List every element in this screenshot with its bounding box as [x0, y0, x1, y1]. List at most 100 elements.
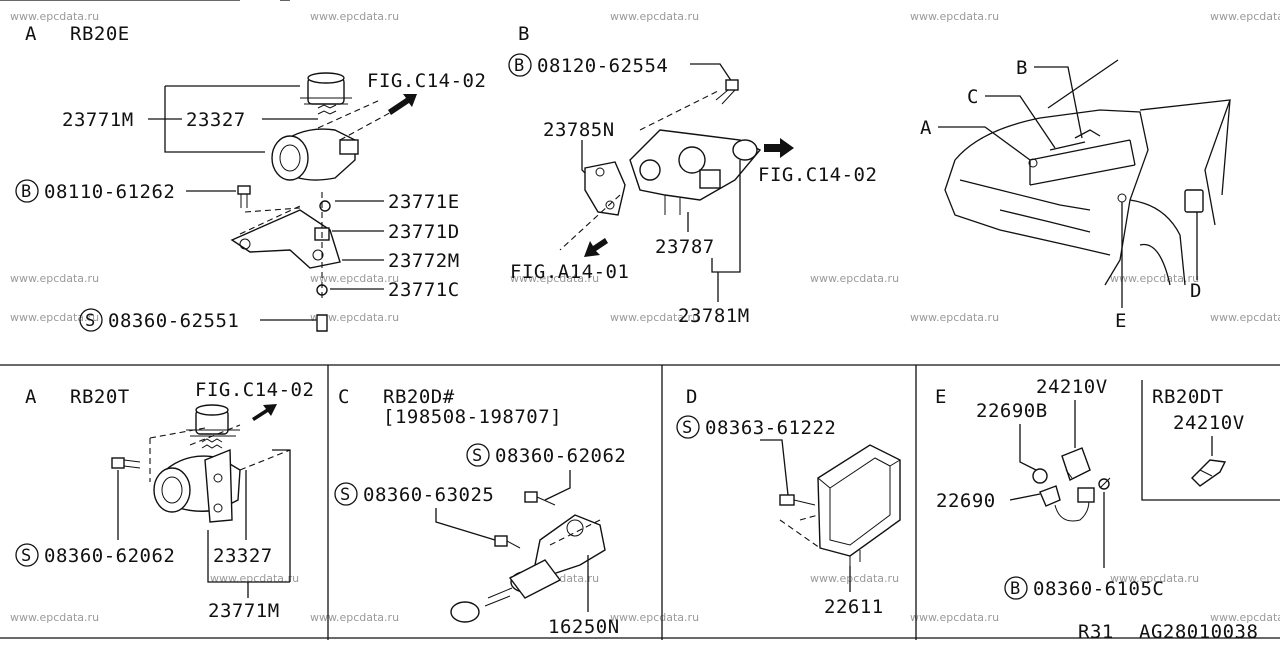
fig-ref: FIG.C14-02 [367, 70, 486, 92]
code-prefix: S [340, 485, 350, 505]
watermark-layer: www.epcdata.ru www.epcdata.ru www.epcdat… [10, 10, 1280, 624]
s-circle-icon [334, 482, 358, 506]
engine-label: RB20E [70, 23, 130, 45]
watermark: www.epcdata.ru [1210, 611, 1280, 624]
bolt-part [111, 457, 141, 469]
part-label: 23327 [213, 545, 273, 567]
part-label: 08360-62062 [495, 445, 626, 467]
watermark: www.epcdata.ru [310, 10, 399, 23]
b-circle-icon [15, 179, 39, 203]
s-circle-icon [79, 308, 103, 332]
part-label: 23771E [388, 191, 460, 213]
part-label: 22611 [824, 596, 884, 618]
b-circle-icon [1004, 576, 1028, 600]
panel-letter: B [518, 23, 530, 45]
aac-valve [559, 89, 762, 251]
egr-valve [149, 404, 291, 582]
car-outline [944, 59, 1231, 286]
part-label: 23771C [388, 279, 460, 301]
engine-label: RB20T [70, 386, 130, 408]
watermark: www.epcdata.ru [310, 311, 399, 324]
panel-letter: D [686, 386, 698, 408]
date-range: [198508-198707] [383, 406, 562, 428]
s-circle-icon [15, 543, 39, 567]
diagram-code: AG28010038 [1139, 621, 1258, 640]
part-label: 24210V [1173, 412, 1245, 434]
part-label: 23772M [388, 250, 460, 272]
watermark: www.epcdata.ru [1210, 10, 1280, 23]
code-prefix: S [85, 311, 95, 331]
bolt-part [237, 185, 251, 208]
location-label: B [1016, 57, 1028, 79]
location-label: D [1190, 280, 1202, 302]
watermark: www.epcdata.ru [910, 611, 999, 624]
part-label: 22690B [976, 400, 1048, 422]
throttle-sensor [450, 491, 606, 623]
location-label: A [920, 117, 932, 139]
s-circle-icon [466, 443, 490, 467]
part-label: 23785N [543, 119, 615, 141]
part-label: 23771M [62, 109, 134, 131]
egr-bracket [230, 192, 341, 332]
code-prefix: S [21, 546, 31, 566]
part-label: 08110-61262 [44, 181, 175, 203]
watermark: www.epcdata.ru [10, 311, 99, 324]
inset-rb20dt: RB20DT 24210V [1141, 380, 1280, 501]
s-circle-icon [676, 415, 700, 439]
panel-bottom-a: A RB20T FIG.C14-02 S 08360-62062 23327 [15, 379, 314, 622]
watermark: www.epcdata.ru [1210, 311, 1280, 324]
code-prefix: S [472, 446, 482, 466]
sensor-harness [1032, 447, 1111, 522]
watermark: www.epcdata.ru [10, 611, 99, 624]
bolt-part [715, 79, 739, 105]
part-label: 22690 [936, 490, 996, 512]
fig-ref: FIG.C14-02 [195, 379, 314, 401]
watermark: www.epcdata.ru [610, 311, 699, 324]
watermark: www.epcdata.ru [310, 611, 399, 624]
code-prefix: B [514, 56, 524, 76]
watermark: www.epcdata.ru [810, 572, 899, 585]
watermark: www.epcdata.ru [310, 272, 399, 285]
watermark: www.epcdata.ru [910, 311, 999, 324]
panel-bottom-d: D S 08363-61222 22611 [676, 386, 901, 618]
watermark: www.epcdata.ru [910, 10, 999, 23]
location-label: C [967, 86, 979, 108]
watermark: www.epcdata.ru [810, 272, 899, 285]
part-label: 23781M [678, 305, 750, 327]
part-label: 24210V [1036, 376, 1108, 398]
watermark: www.epcdata.ru [610, 10, 699, 23]
ecu-module [779, 444, 901, 570]
panel-letter: C [338, 386, 350, 408]
panel-top-b: B B 08120-62554 23785N FIG.C14-02 FIG.A [508, 23, 877, 327]
watermark: www.epcdata.ru [10, 10, 99, 23]
watermark: www.epcdata.ru [510, 272, 599, 285]
part-label: 08360-62551 [108, 310, 239, 332]
engine-label: RB20D# [383, 386, 455, 408]
part-label: 23771M [208, 600, 280, 622]
watermark: www.epcdata.ru [1110, 272, 1199, 285]
part-label: 23787 [655, 236, 715, 258]
panel-letter: E [935, 386, 947, 408]
page-ref: R31 [1078, 621, 1114, 640]
code-prefix: S [682, 418, 692, 438]
part-label: 08120-62554 [537, 55, 668, 77]
panel-top-a: A RB20E FIG.C14-02 [15, 23, 486, 332]
part-label: 08360-6105C [1033, 578, 1164, 600]
code-prefix: B [1010, 579, 1020, 599]
panel-letter: A [25, 386, 37, 408]
fig-ref: FIG.C14-02 [758, 164, 877, 186]
part-label: 08360-63025 [363, 484, 494, 506]
part-label: 23327 [186, 109, 246, 131]
fig-ref: FIG.A14-01 [510, 261, 629, 283]
panel-letter: A [25, 23, 37, 45]
watermark: www.epcdata.ru [610, 611, 699, 624]
watermark: www.epcdata.ru [210, 572, 299, 585]
panel-bottom-e: E 24210V 22690B 22690 B 08360-6105C RB20… [935, 376, 1280, 600]
location-label: E [1115, 310, 1127, 332]
watermark: www.epcdata.ru [1110, 572, 1199, 585]
panel-car-overview: A C B D E [920, 57, 1231, 332]
part-label: 08363-61222 [705, 417, 836, 439]
part-label: 08360-62062 [44, 545, 175, 567]
